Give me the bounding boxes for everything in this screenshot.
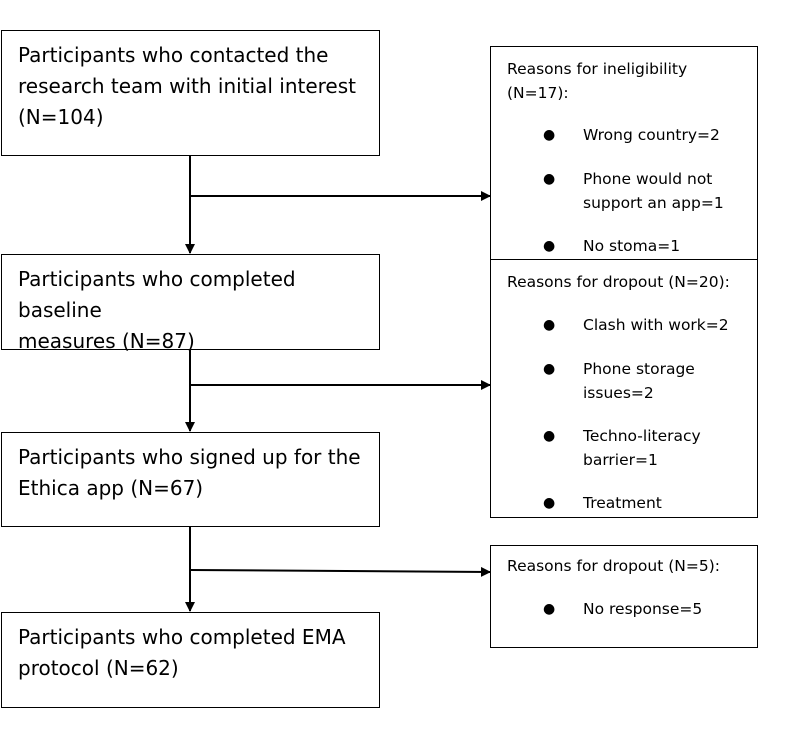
bullet-icon: ● <box>543 601 556 617</box>
ineligibility-item-line1: Wrong country=2 <box>583 126 720 144</box>
ineligibility-title: Reasons for ineligibility (N=17): <box>507 57 747 105</box>
box-dropout-reasons-1: Reasons for dropout (N=20): ● Clash with… <box>490 259 758 518</box>
initial-interest-line3: (N=104) <box>18 105 104 129</box>
baseline-line1: Participants who completed baseline <box>18 267 296 322</box>
ineligibility-item-line1: No stoma=1 <box>583 237 681 255</box>
dropout-2-item-text: No response=5 <box>583 597 743 621</box>
dropout-1-item-line2: issues=2 <box>583 384 654 402</box>
box-dropout-reasons-2: Reasons for dropout (N=5): ● No response… <box>490 545 758 648</box>
dropout-2-title: Reasons for dropout (N=5): <box>507 557 720 575</box>
bullet-icon: ● <box>543 127 556 143</box>
ineligibility-item-text: Phone would not support an app=1 <box>583 167 743 215</box>
dropout-1-item-line1: Treatment <box>583 494 662 512</box>
completed-ema-line1: Participants who completed EMA <box>18 625 346 649</box>
box-baseline: Participants who completed baseline meas… <box>1 254 380 353</box>
bullet-icon: ● <box>543 238 556 254</box>
box-initial-interest: Participants who contacted the research … <box>1 30 380 156</box>
initial-interest-line1: Participants who contacted the <box>18 43 329 67</box>
dropout-1-item-line1: Clash with work=2 <box>583 316 729 334</box>
dropout-2-item-line1: No response=5 <box>583 600 703 618</box>
signed-up-line1: Participants who signed up for the <box>18 445 361 469</box>
box-completed-ema: Participants who completed EMA protocol … <box>1 612 380 708</box>
ineligibility-item-line2: support an app=1 <box>583 194 724 212</box>
bullet-icon: ● <box>543 361 556 377</box>
dropout-1-item-line2: barrier=1 <box>583 451 658 469</box>
signed-up-line2: Ethica app (N=67) <box>18 476 204 500</box>
bullet-icon: ● <box>543 495 556 511</box>
dropout-1-item-line1: Techno-literacy <box>583 427 701 445</box>
dropout-1-item-text: Clash with work=2 <box>583 313 743 337</box>
dropout-1-item-text: Phone storage issues=2 <box>583 357 743 405</box>
ineligibility-title-line2: (N=17): <box>507 84 569 102</box>
completed-ema-line2: protocol (N=62) <box>18 656 179 680</box>
box-ineligibility-reasons: Reasons for ineligibility (N=17): ● Wron… <box>490 46 758 261</box>
box-signed-up: Participants who signed up for the Ethic… <box>1 432 380 527</box>
ineligibility-item-line1: Phone would not <box>583 170 713 188</box>
initial-interest-line2: research team with initial interest <box>18 74 356 98</box>
arrow-to-dropout-2 <box>189 566 491 577</box>
dropout-1-item-text: Treatment <box>583 491 743 515</box>
bullet-icon: ● <box>543 428 556 444</box>
dropout-1-item-line1: Phone storage <box>583 360 695 378</box>
ineligibility-item-text: No stoma=1 <box>583 234 743 258</box>
ineligibility-item-text: Wrong country=2 <box>583 123 743 147</box>
dropout-1-title: Reasons for dropout (N=20): <box>507 273 730 291</box>
ineligibility-title-line1: Reasons for ineligibility <box>507 60 688 78</box>
dropout-1-item-text: Techno-literacy barrier=1 <box>583 424 743 472</box>
bullet-icon: ● <box>543 171 556 187</box>
baseline-line2: measures (N=87) <box>18 329 195 353</box>
bullet-icon: ● <box>543 317 556 333</box>
